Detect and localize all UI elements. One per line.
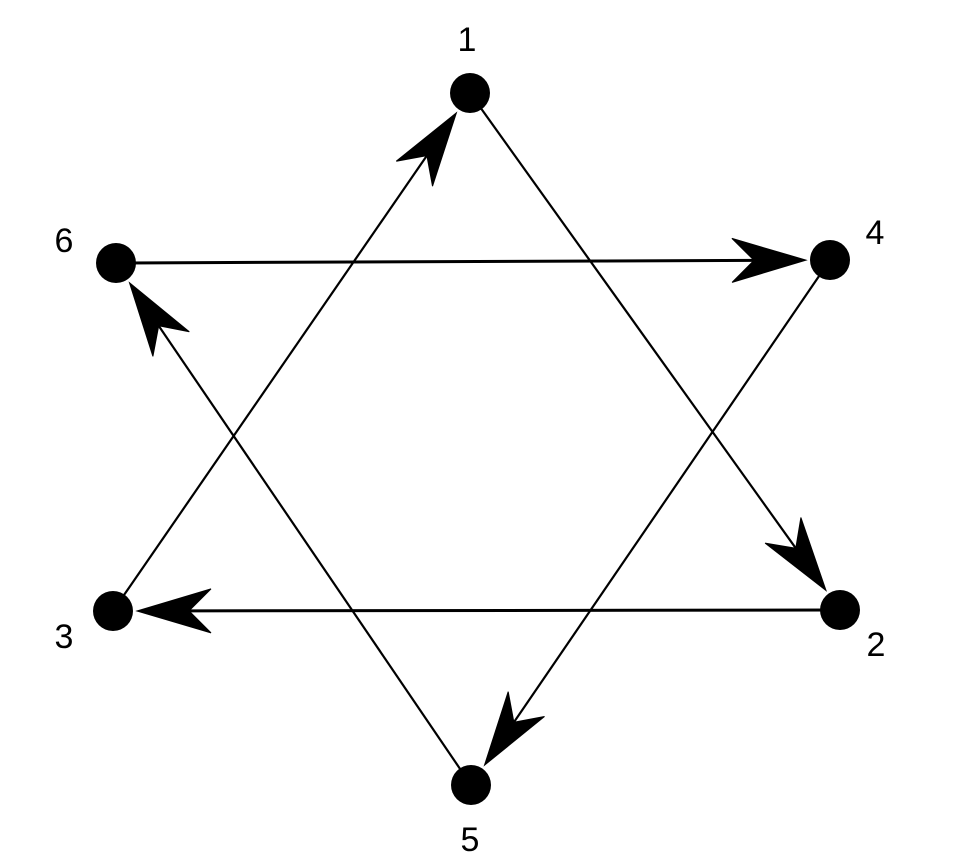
node-2 (820, 590, 860, 630)
edge-5-to-6 (128, 281, 469, 781)
node-label-3: 3 (55, 618, 74, 656)
labels-layer: 1 2 3 4 5 6 (55, 21, 886, 859)
node-4 (810, 240, 850, 280)
node-label-2: 2 (867, 626, 886, 664)
edge-line-1-2 (472, 97, 797, 549)
arrowhead-1-2 (764, 517, 828, 592)
edge-line-6-4 (121, 258, 755, 265)
edge-6-to-4 (121, 237, 808, 283)
node-label-4: 4 (866, 214, 885, 252)
edge-line-3-1 (115, 154, 428, 607)
edge-line-5-6 (157, 325, 469, 781)
edge-2-to-3 (135, 588, 835, 634)
node-label-5: 5 (461, 821, 480, 859)
node-label-6: 6 (55, 222, 74, 260)
edge-line-2-3 (188, 608, 835, 613)
node-6 (96, 243, 136, 283)
node-3 (93, 591, 133, 631)
arrowhead-4-5 (483, 691, 545, 767)
node-label-1: 1 (458, 21, 477, 59)
edge-1-to-2 (472, 97, 828, 592)
edges-layer (115, 97, 835, 781)
edge-4-to-5 (483, 264, 828, 767)
arrowhead-2-3 (135, 588, 212, 634)
nodes-layer (93, 73, 860, 805)
arrowhead-6-4 (731, 237, 808, 283)
edge-line-4-5 (512, 264, 828, 723)
arrowhead-3-1 (395, 111, 458, 187)
edge-3-to-1 (115, 111, 458, 607)
node-5 (451, 765, 491, 805)
arrowhead-5-6 (128, 281, 190, 357)
node-1 (450, 73, 490, 113)
